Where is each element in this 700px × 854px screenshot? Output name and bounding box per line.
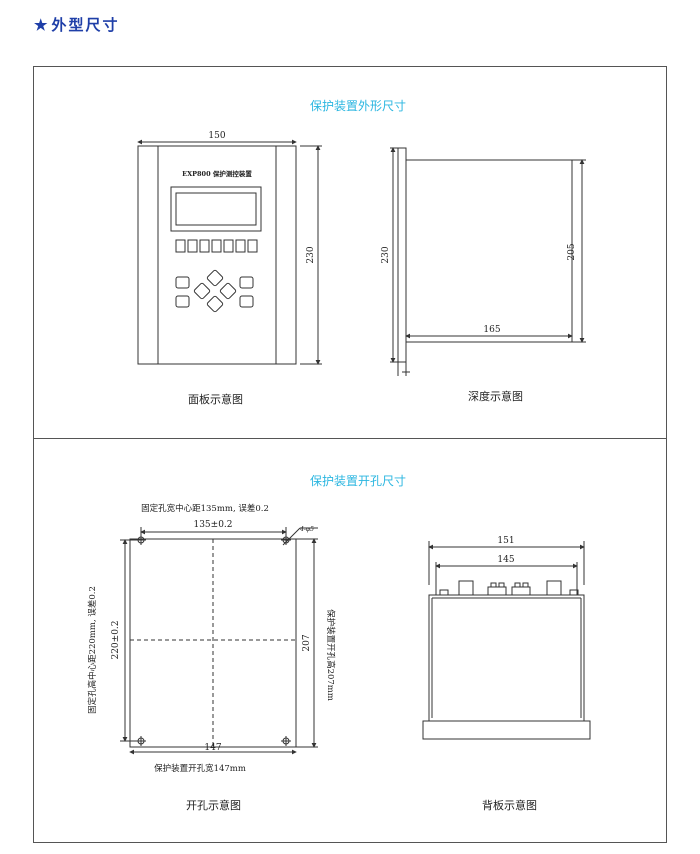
front-width-dim: 150 xyxy=(208,131,225,141)
hole-leader-line xyxy=(282,527,301,546)
navigation-keypad xyxy=(193,269,237,313)
back-panel-body xyxy=(428,594,585,722)
front-button-bottom-left xyxy=(175,295,190,308)
section-divider xyxy=(33,438,667,439)
front-button-bottom-right xyxy=(239,295,254,308)
indicator-led-row xyxy=(175,239,258,253)
cutout-width-dim: 147 xyxy=(204,743,221,753)
cutout-note-bottom: 保护装置开孔宽147mm xyxy=(154,763,246,774)
page-heading: ★外型尺寸 xyxy=(34,14,119,35)
cutout-note-right: 保护装置开孔高207mm xyxy=(325,609,336,701)
side-panel-flange xyxy=(397,147,407,363)
depth-drawing xyxy=(390,147,586,376)
connector-block-2 xyxy=(487,586,507,596)
depth-caption: 深度示意图 xyxy=(468,390,523,403)
cutout-note-left: 固定孔高中心距220mm, 误差0.2 xyxy=(87,586,98,714)
cutout-height-center-dim: 220±0.2 xyxy=(111,620,121,659)
connector-pin-1 xyxy=(439,589,449,596)
front-panel-outline xyxy=(137,145,297,365)
nav-left-key xyxy=(193,282,211,300)
cutout-note-top: 固定孔宽中心距135mm, 误差0.2 xyxy=(141,503,269,514)
drawing-frame xyxy=(33,66,667,843)
page-heading-text: 外型尺寸 xyxy=(51,16,120,34)
front-height-dim: 230 xyxy=(306,246,316,263)
connector-block-4 xyxy=(546,580,562,596)
connector-block-3 xyxy=(511,586,531,596)
cutout-caption: 开孔示意图 xyxy=(186,799,241,812)
nav-up-key xyxy=(206,269,224,287)
side-inner-dim: 205 xyxy=(567,243,577,260)
cutout-height-dim: 207 xyxy=(302,634,312,651)
back-outer-dim: 151 xyxy=(497,536,514,546)
front-panel-drawing xyxy=(137,139,322,365)
star-icon: ★ xyxy=(34,16,50,34)
back-panel-drawing xyxy=(422,541,591,740)
back-panel-caption: 背板示意图 xyxy=(482,799,537,812)
connector-pin-2 xyxy=(569,589,579,596)
nav-right-key xyxy=(219,282,237,300)
lcd-screen xyxy=(170,186,262,232)
connector-block-1 xyxy=(458,580,474,596)
back-inner-dim: 145 xyxy=(497,555,514,565)
front-panel-caption: 面板示意图 xyxy=(188,393,243,406)
side-depth-dim: 165 xyxy=(483,325,500,335)
back-panel-base xyxy=(422,720,591,740)
front-button-top-right xyxy=(239,276,254,289)
cutout-width-center-dim: 135±0.2 xyxy=(193,520,232,530)
cutout-hole-dim: 4-φ5 xyxy=(299,526,314,533)
side-height-dim: 230 xyxy=(381,246,391,263)
back-connector-blocks xyxy=(439,580,579,596)
outline-section-title: 保护装置外形尺寸 xyxy=(310,99,407,113)
cutout-section-title: 保护装置开孔尺寸 xyxy=(310,474,407,488)
nav-down-key xyxy=(206,295,224,313)
device-label: EXP800 保护测控装置 xyxy=(182,169,252,178)
cutout-drawing xyxy=(120,527,318,755)
front-button-top-left xyxy=(175,276,190,289)
lcd-screen-inner xyxy=(175,192,257,226)
